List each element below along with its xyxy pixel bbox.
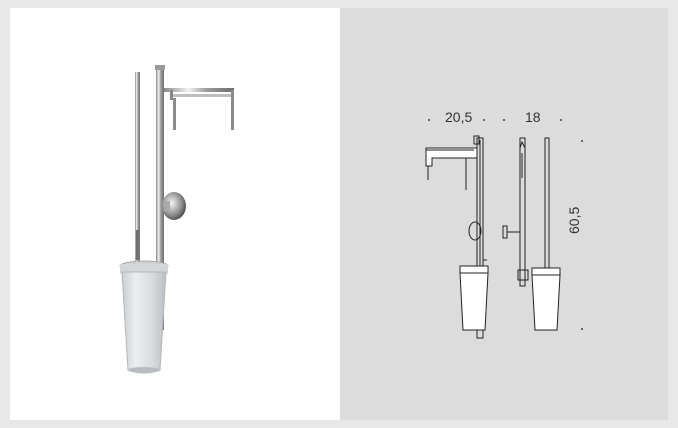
product-photo [119, 65, 234, 374]
dimension-dot [503, 119, 505, 121]
dimension-dot [483, 119, 485, 121]
brush-handle-rod [135, 72, 140, 272]
dimension-dot [560, 119, 562, 121]
width-dimension-label: 20,5 [445, 109, 473, 125]
dimension-dot [581, 140, 583, 142]
paper-holder-arm [164, 88, 234, 92]
front-view [425, 135, 489, 339]
side-view [502, 137, 561, 331]
glass-container [121, 271, 167, 374]
product-photo-panel [10, 8, 340, 420]
wall-mount-knob [162, 192, 186, 220]
dimension-dot [581, 328, 583, 330]
depth-dimension-label: 18 [525, 109, 541, 125]
support-rod [156, 68, 164, 330]
technical-drawing [425, 135, 561, 339]
dimension-dot [428, 119, 430, 121]
technical-drawing-panel: 20,5 18 60,5 [340, 8, 668, 420]
